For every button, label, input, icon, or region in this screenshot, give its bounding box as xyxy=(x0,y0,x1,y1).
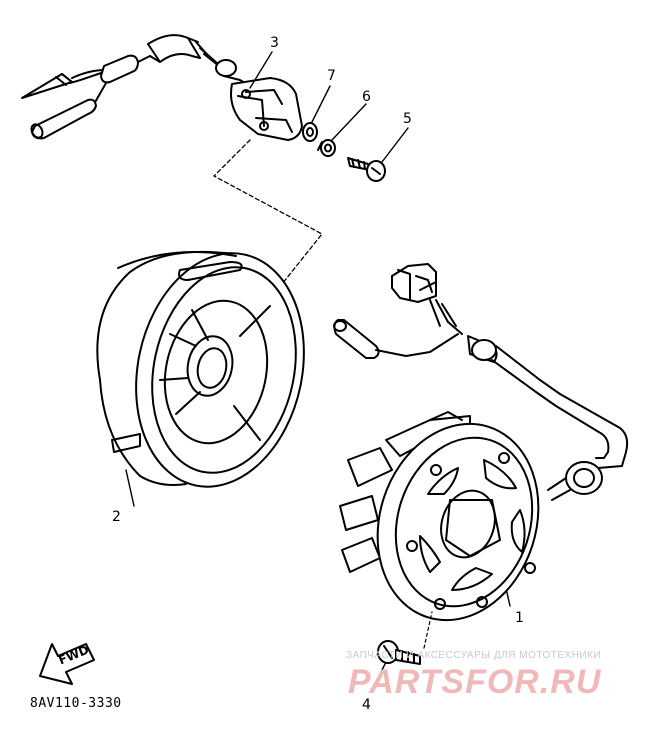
fwd-arrow-icon xyxy=(39,643,95,685)
watermark-brand: PARTSFOR.RU xyxy=(348,663,602,701)
spacer-part xyxy=(302,122,318,142)
callout-1: 1 xyxy=(515,610,524,626)
callout-2: 2 xyxy=(112,509,121,525)
callout-7: 7 xyxy=(327,68,336,84)
callout-6: 6 xyxy=(362,89,371,105)
stator xyxy=(339,411,540,622)
callout-4: 4 xyxy=(362,697,371,713)
screw-part xyxy=(377,611,433,665)
callout-5: 5 xyxy=(403,111,412,127)
pickup-coil-wiring xyxy=(21,34,247,140)
assembly-dashed-line xyxy=(213,139,323,285)
callout-leaders xyxy=(125,51,511,691)
callout-3: 3 xyxy=(270,35,279,51)
washer-part xyxy=(317,139,336,157)
stator-wiring xyxy=(333,263,629,501)
rotor-flywheel xyxy=(96,250,305,488)
bolt-part xyxy=(347,157,386,182)
pickup-coil xyxy=(230,77,303,141)
watermark-tagline: ЗАПЧАСТИ И АКСЕССУАРЫ ДЛЯ МОТОТЕХНИКИ xyxy=(346,650,602,661)
diagram-code: 8AV110-3330 xyxy=(30,696,122,711)
